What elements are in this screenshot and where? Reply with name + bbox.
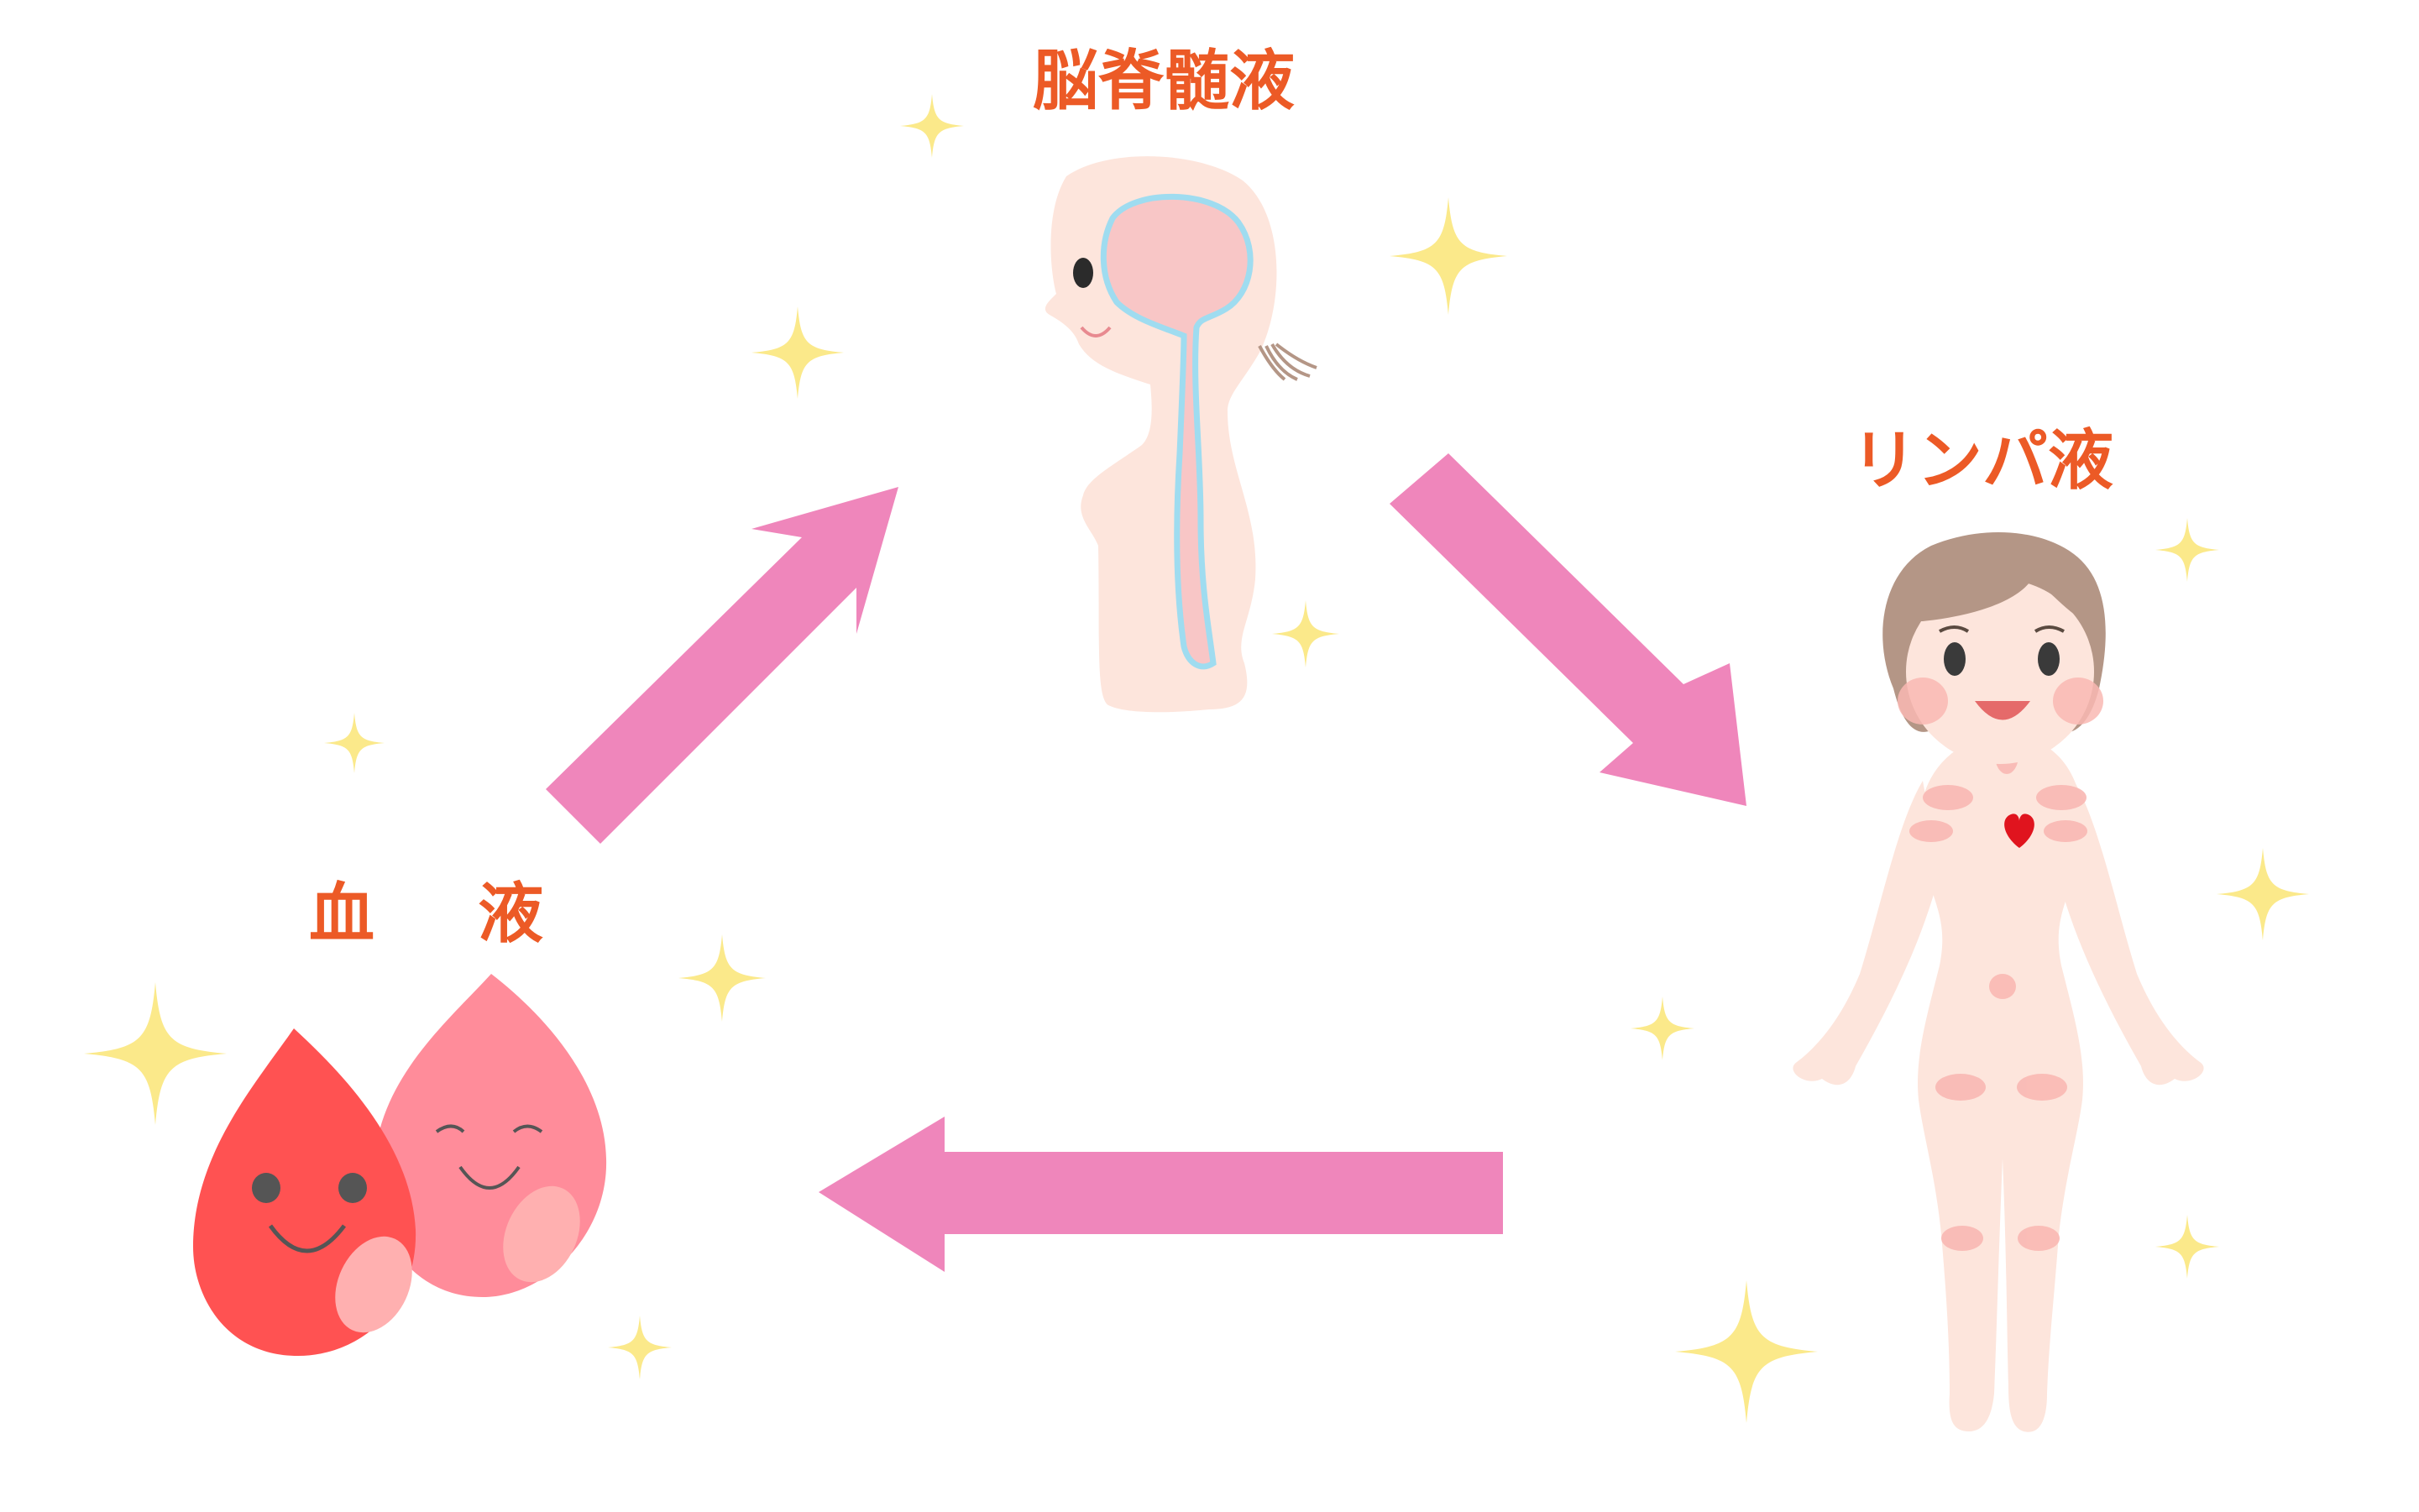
sparkle-icon [1272, 600, 1339, 667]
mouth-icon [1975, 701, 2030, 720]
blood-drops [193, 974, 607, 1356]
arrows [546, 453, 1746, 1272]
arrow-icon [819, 1117, 1503, 1272]
sparkle-icon [324, 713, 385, 773]
blood-drop-icon [374, 974, 607, 1297]
eye-icon [252, 1173, 280, 1203]
mouth-icon [1080, 326, 1112, 337]
sparkle-icon [1631, 997, 1694, 1060]
eye-icon [338, 1173, 367, 1203]
mouth-icon [458, 1165, 521, 1190]
sparkle-icon [2155, 518, 2219, 582]
sparkle-icon [1675, 1280, 1818, 1423]
eye-icon [1944, 642, 1966, 676]
sparkle-icon [900, 94, 964, 158]
blood-drop-icon [193, 1028, 416, 1356]
sparkle-icon [751, 306, 844, 399]
arrow-icon [1390, 453, 1746, 806]
heart-icon [2004, 814, 2034, 848]
label-cerebrospinal-fluid: 脳脊髄液 [1033, 44, 1296, 119]
sparkle-icon [84, 982, 227, 1125]
label-blood: 血 液 [309, 876, 584, 952]
mouth-icon [268, 1224, 346, 1253]
arrow-icon [546, 487, 898, 844]
sparkle-icon [2217, 848, 2309, 940]
eye-icon [2038, 642, 2060, 676]
sparkle-icon [1390, 197, 1507, 315]
sparkle-icon [2155, 1215, 2219, 1279]
sparkle-icon [678, 934, 766, 1022]
eye-icon [1073, 258, 1093, 288]
hair-tuft-icon [1258, 343, 1317, 381]
head-torso-silhouette-icon [1045, 156, 1317, 713]
sparkle-icon [608, 1316, 672, 1379]
label-lymph-fluid: リンパ液 [1851, 423, 2114, 499]
female-body-icon [1793, 531, 2204, 1432]
